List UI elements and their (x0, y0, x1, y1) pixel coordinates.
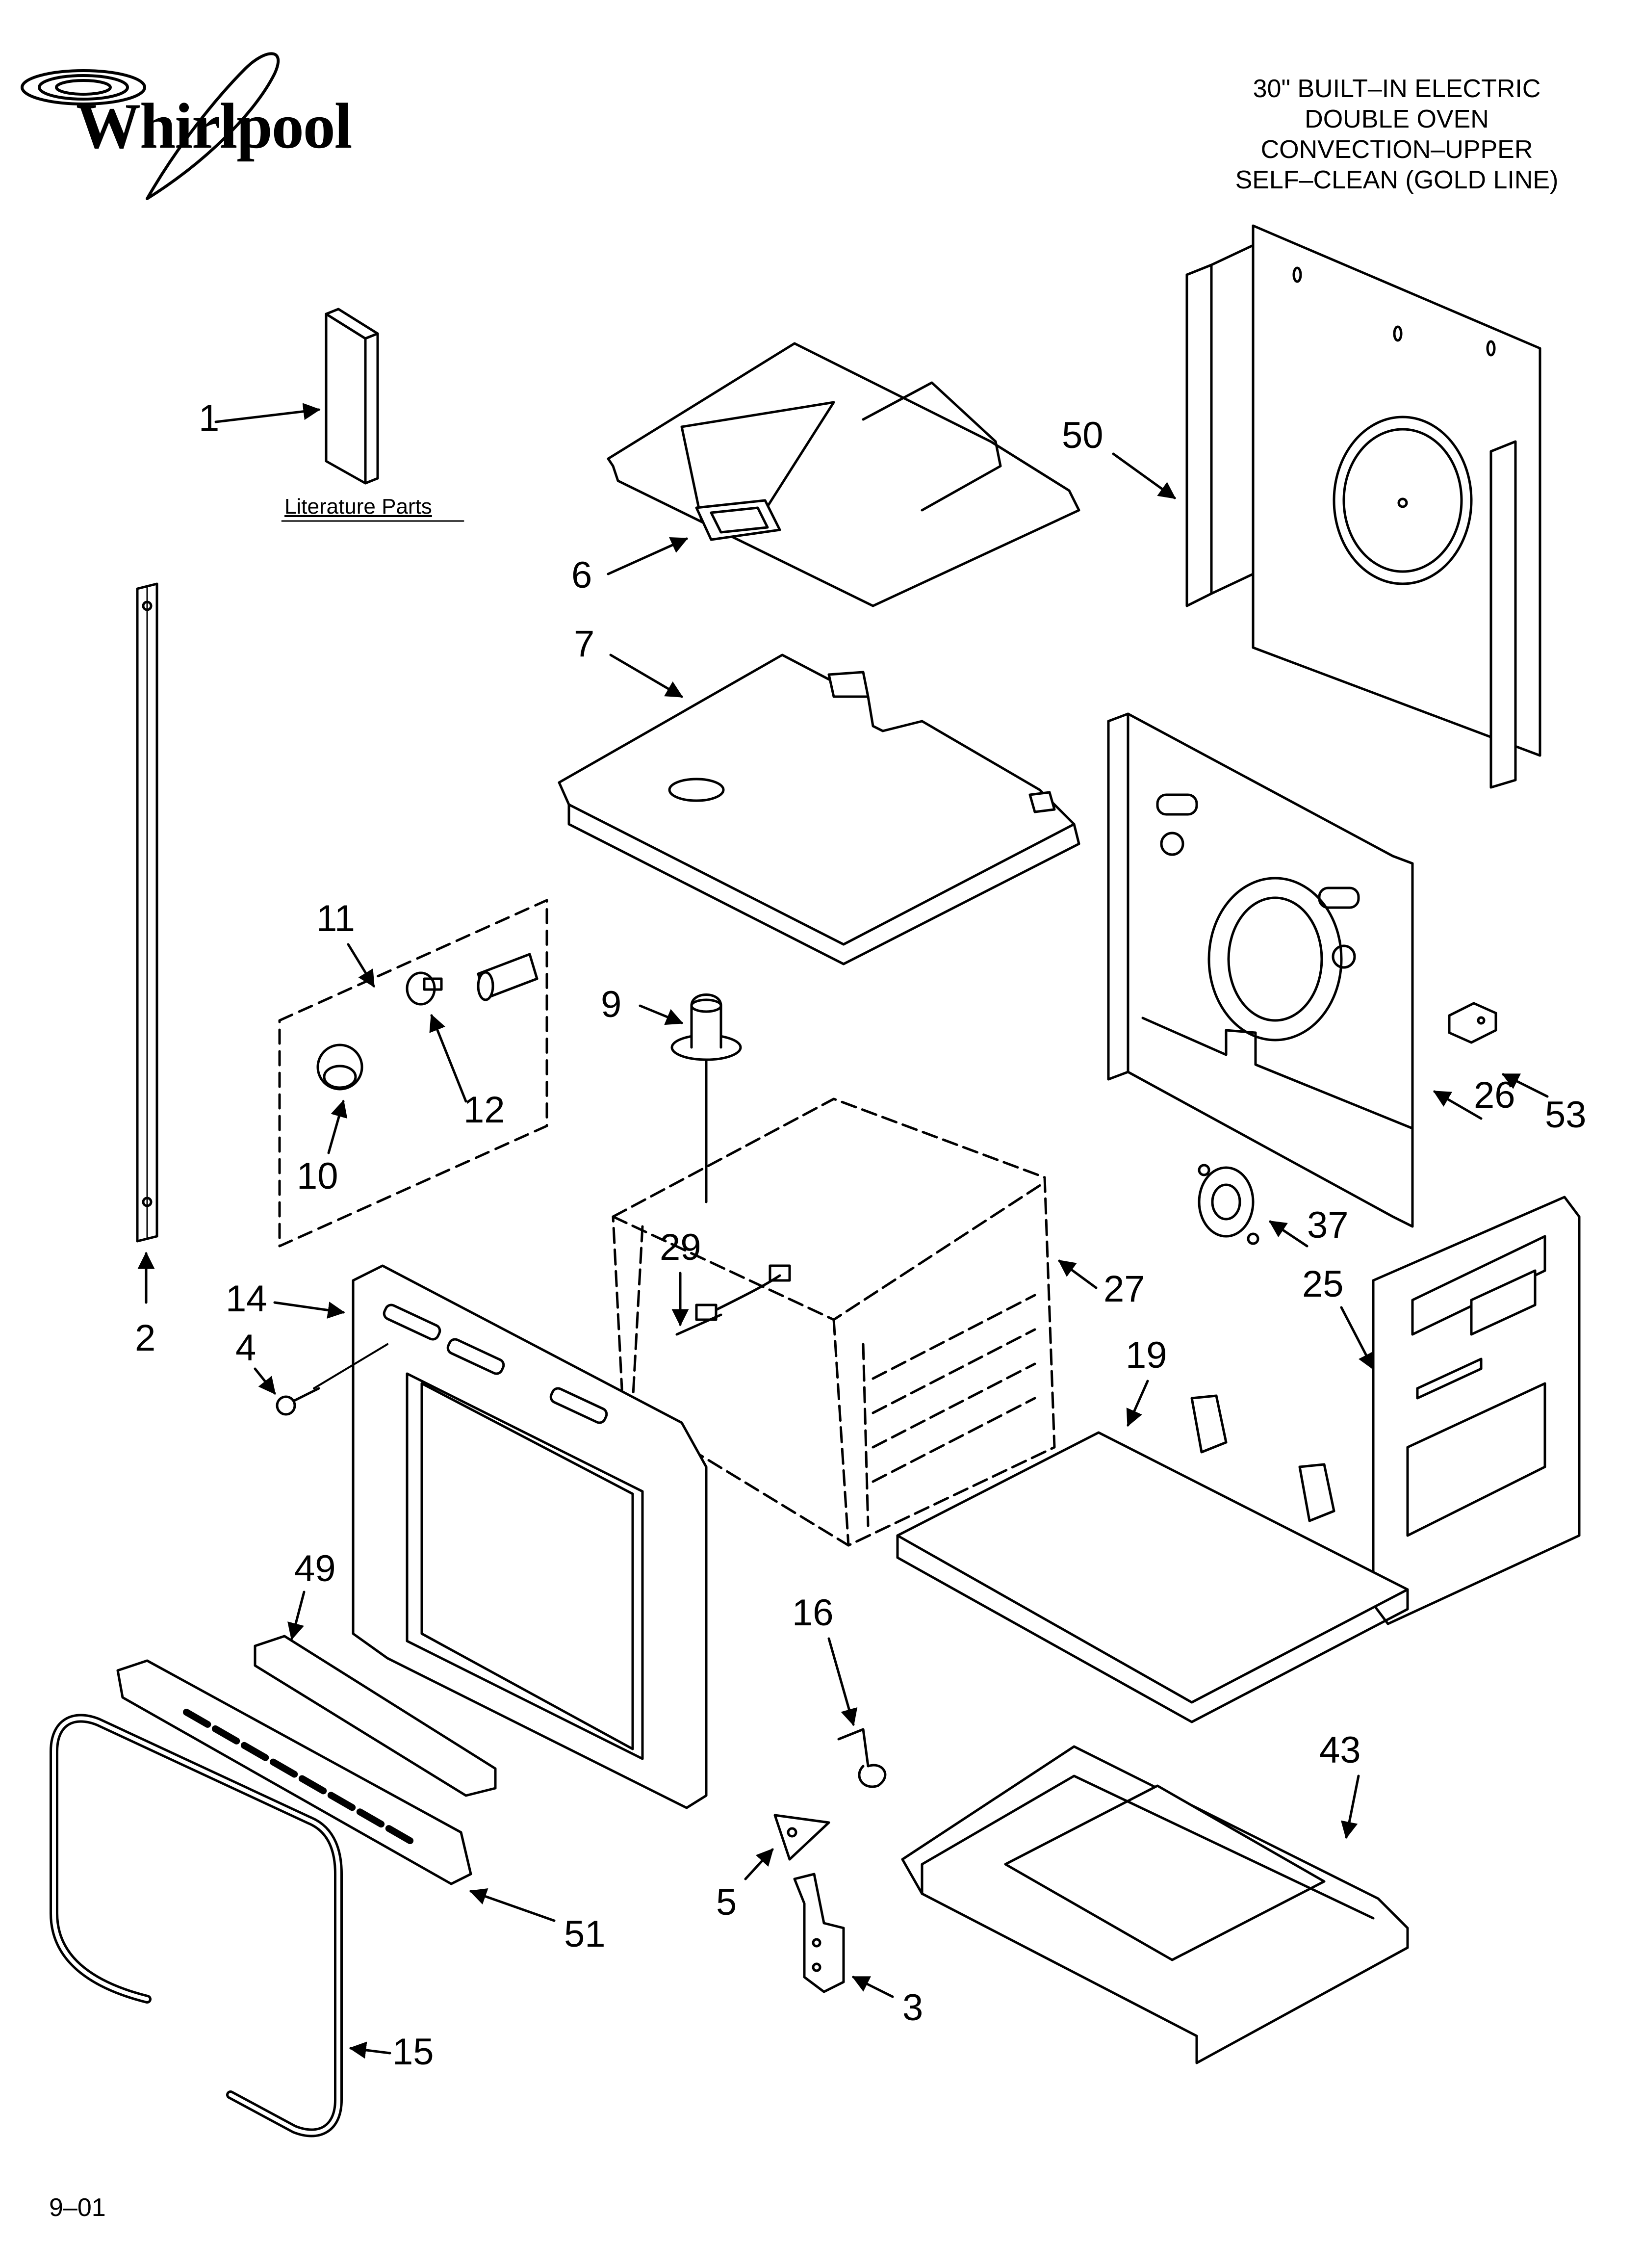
brand-logo: Whirlpool (76, 90, 352, 162)
part-label-19: 19 (1126, 1334, 1167, 1376)
part-2-side-trim (136, 582, 158, 1243)
part-label-14: 14 (226, 1278, 267, 1320)
title-line-4: SELF–CLEAN (GOLD LINE) (1235, 166, 1559, 194)
part-label-49: 49 (294, 1548, 336, 1590)
part-37-thermal-switch (1198, 1164, 1259, 1245)
part-9-sensor (670, 993, 742, 1203)
part-26-convection-frame (1107, 712, 1414, 1228)
part-label-12: 12 (463, 1089, 505, 1131)
part-label-5: 5 (716, 1881, 737, 1923)
part-50-rear-panel (1185, 224, 1541, 789)
part-4-screw (276, 1387, 320, 1416)
part-label-4: 4 (235, 1327, 257, 1369)
part-11-light-assembly (278, 899, 548, 1248)
part-label-16: 16 (792, 1592, 834, 1634)
part-6-insulation-shield (607, 342, 1080, 607)
part-label-10: 10 (297, 1155, 338, 1197)
part-label-2: 2 (135, 1317, 156, 1359)
part-label-27: 27 (1103, 1268, 1145, 1310)
part-7-top-panel (558, 653, 1080, 965)
part-label-26: 26 (1474, 1074, 1515, 1116)
part-19-bottom-panel (896, 1394, 1409, 1723)
literature-parts-caption: Literature Parts (284, 495, 432, 519)
part-43-bottom-tray (901, 1745, 1409, 2064)
part-49-trim-strip (254, 1635, 497, 1797)
part-3-hinge-bracket (793, 1873, 845, 1993)
part-label-53: 53 (1545, 1094, 1587, 1136)
part-label-50: 50 (1062, 415, 1103, 456)
part-15-gasket (50, 1714, 343, 2138)
product-title: 30" BUILT–IN ELECTRIC DOUBLE OVEN CONVEC… (1210, 74, 1583, 195)
part-label-3: 3 (902, 1987, 924, 2029)
date-code: 9–01 (49, 2193, 106, 2222)
part-29-wire-harness (675, 1264, 791, 1336)
part-label-51: 51 (564, 1913, 606, 1955)
part-25-side-panel (1372, 1196, 1581, 1625)
whirlpool-swirl-icon (21, 52, 280, 200)
part-label-29: 29 (660, 1226, 701, 1268)
title-line-1: 30" BUILT–IN ELECTRIC (1253, 75, 1541, 103)
part-label-7: 7 (574, 623, 595, 665)
part-label-37: 37 (1307, 1204, 1349, 1246)
part-14-front-frame (352, 1264, 708, 1809)
part-label-15: 15 (392, 2031, 434, 2073)
part-label-9: 9 (601, 984, 622, 1025)
part-51-vent-trim (116, 1659, 472, 1885)
part-16-clip (837, 1728, 887, 1788)
part-1-literature-booklet (325, 308, 379, 485)
part-label-25: 25 (1302, 1263, 1344, 1305)
part-label-1: 1 (199, 397, 220, 439)
title-line-2: DOUBLE OVEN (1305, 105, 1489, 133)
part-53-bracket (1448, 1002, 1497, 1044)
part-label-43: 43 (1319, 1729, 1361, 1771)
title-line-3: CONVECTION–UPPER (1260, 135, 1533, 164)
part-label-11: 11 (316, 898, 355, 939)
part-5-bracket (773, 1814, 830, 1861)
part-label-6: 6 (571, 554, 592, 596)
